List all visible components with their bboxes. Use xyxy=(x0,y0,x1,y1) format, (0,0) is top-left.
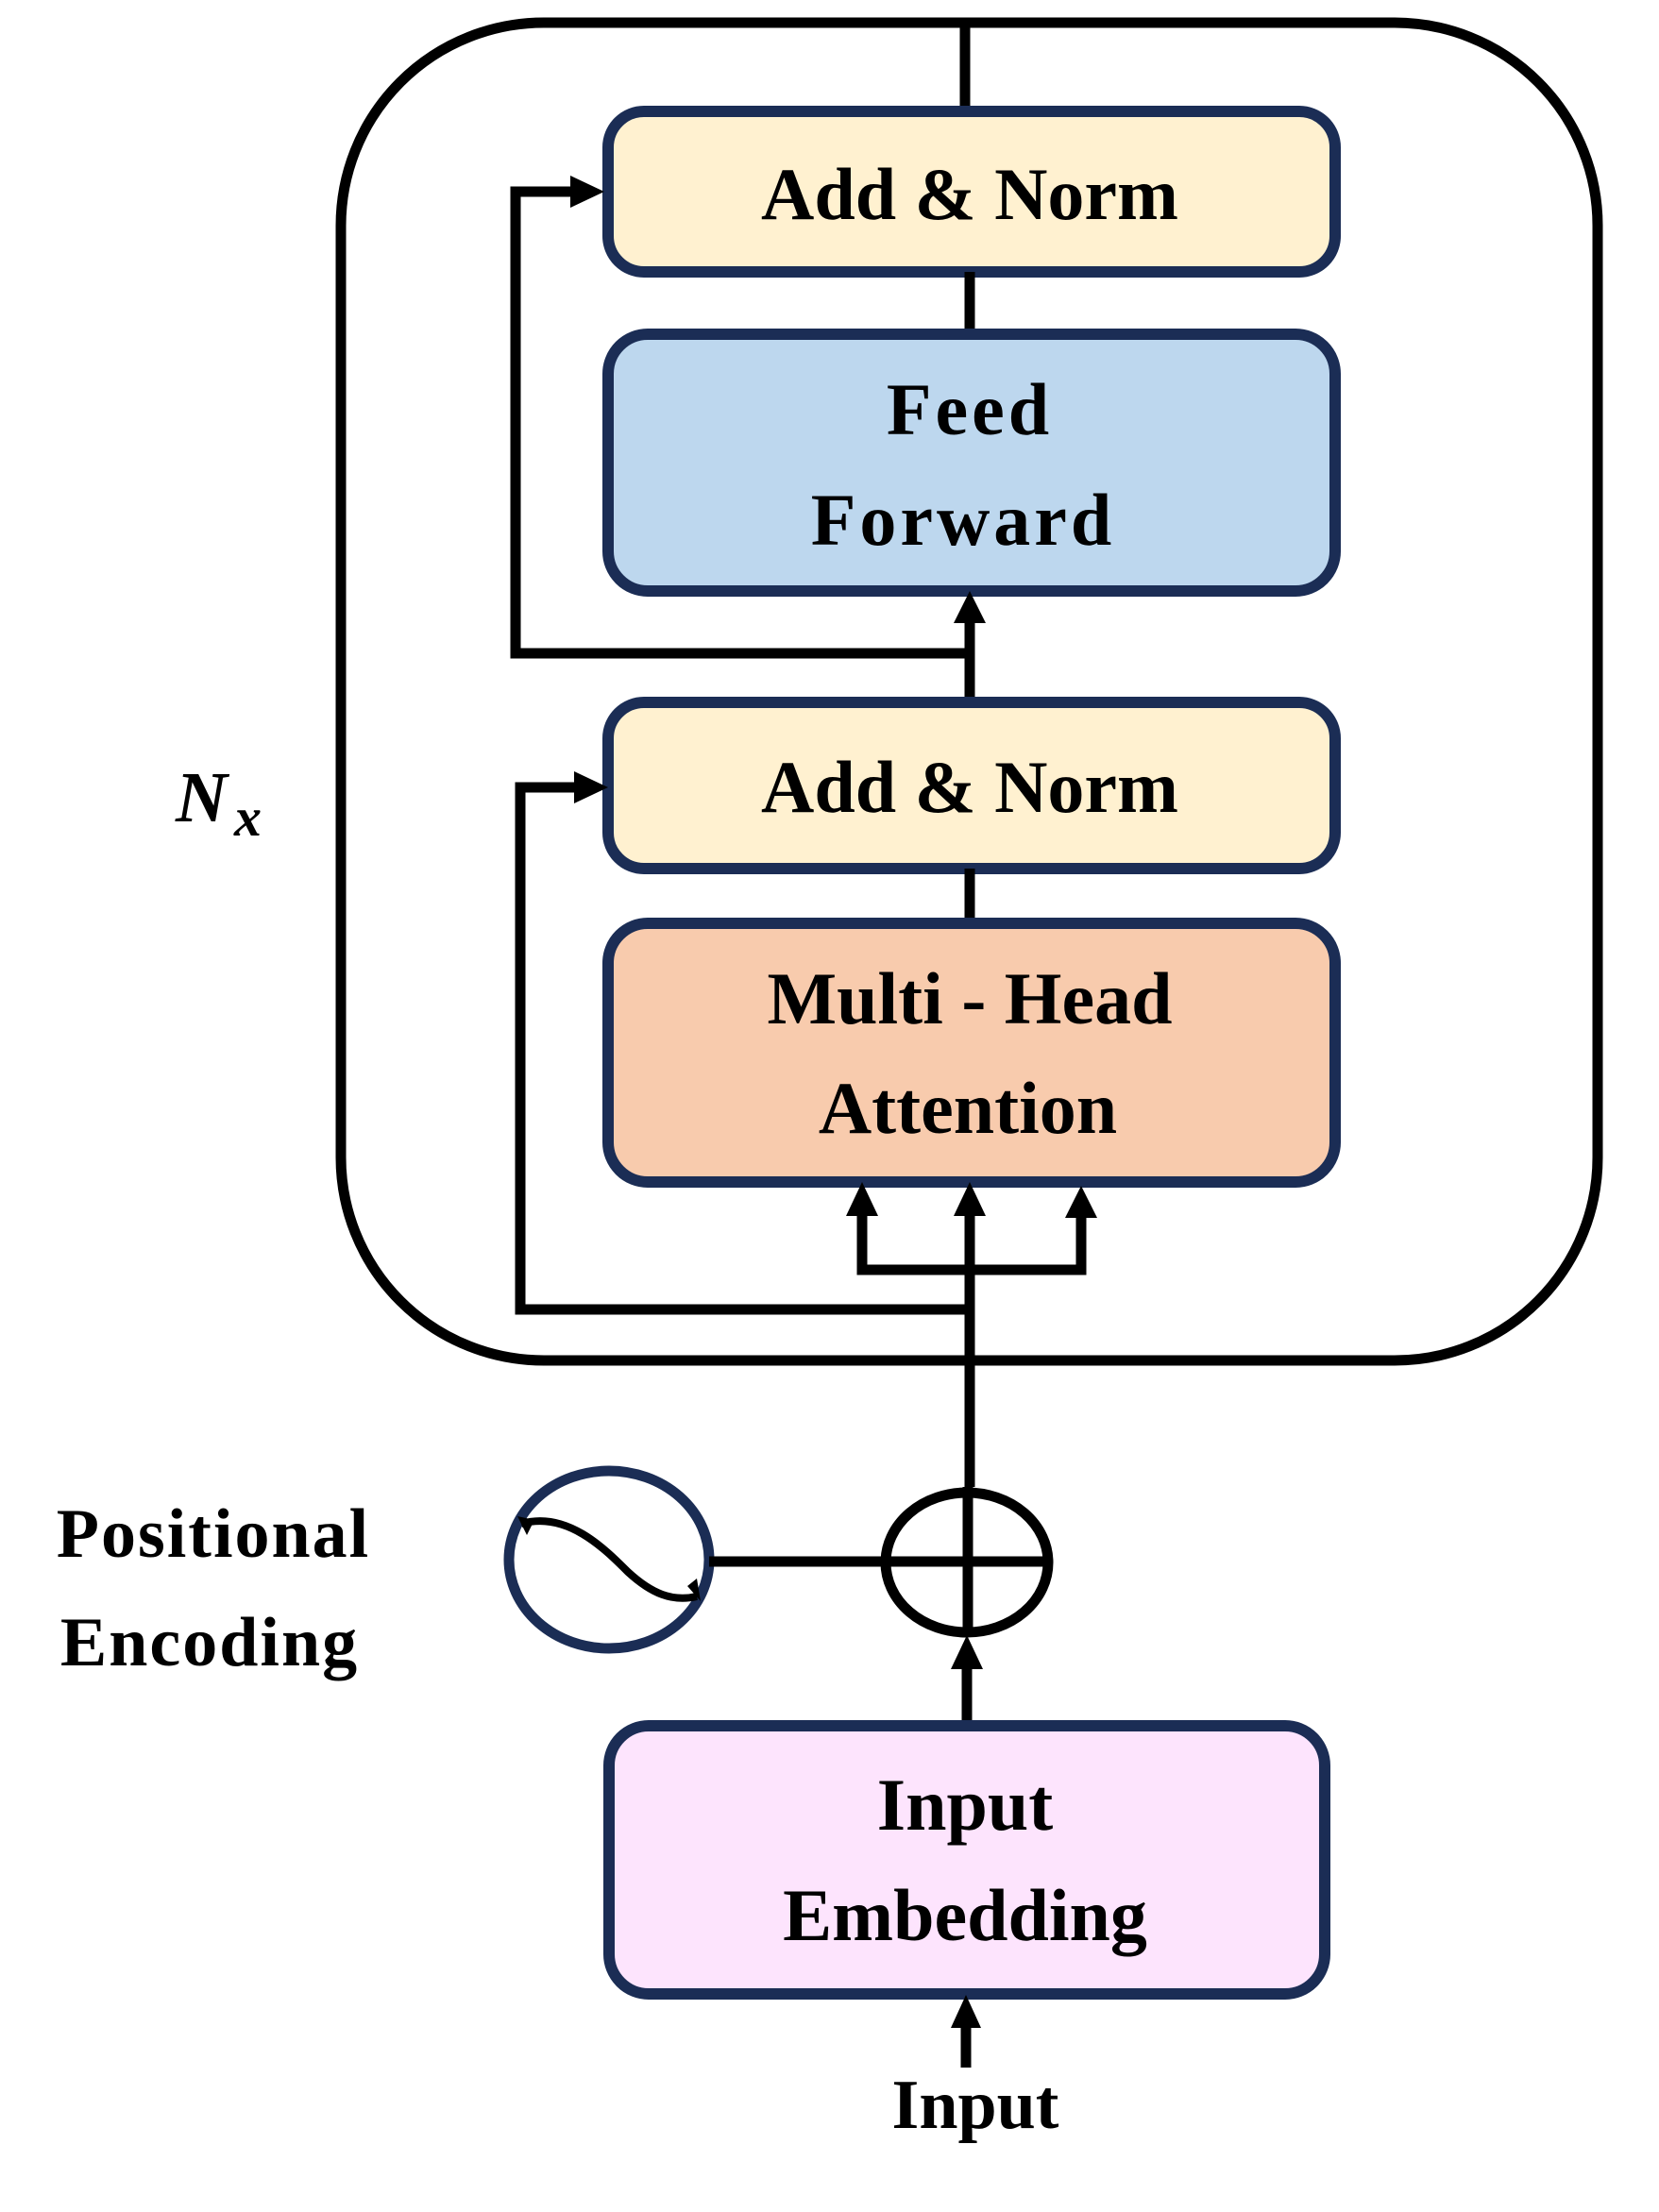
add-norm-top-block[interactable]: Add & Norm xyxy=(602,106,1341,278)
positional-encoding-circle xyxy=(503,1465,715,1654)
query-arrowhead xyxy=(846,1182,878,1216)
sum-node xyxy=(880,1487,1054,1638)
mha-residual-arrowhead xyxy=(574,771,608,803)
ff-input-arrowhead xyxy=(954,591,986,623)
multi-head-attention-block[interactable]: Multi - Head Attention xyxy=(602,918,1341,1188)
sum-input-arrowhead xyxy=(951,1635,983,1669)
repeat-count-x: x xyxy=(233,786,262,848)
add-norm-top-label: Add & Norm xyxy=(761,153,1178,235)
repeat-count-n: N xyxy=(175,758,230,837)
input-embedding-box xyxy=(603,1720,1330,2000)
feed-forward-block[interactable]: Feed Forward xyxy=(602,329,1341,597)
input-embedding-label-line1: Input xyxy=(877,1764,1053,1846)
input-arrowhead xyxy=(951,1995,981,2028)
key-arrowhead xyxy=(954,1182,986,1216)
input-label: Input xyxy=(892,2067,1059,2144)
repeat-count-label: N x xyxy=(175,758,262,848)
mha-residual-connection xyxy=(515,782,970,1315)
positional-encoding-label-line2: Encoding xyxy=(60,1604,359,1681)
positional-encoding-label: Positional Encoding xyxy=(57,1495,370,1681)
input-embedding-block[interactable]: Input Embedding xyxy=(603,1720,1330,2000)
input-embedding-label-line2: Embedding xyxy=(783,1874,1147,1956)
positional-encoding-label-line1: Positional xyxy=(57,1495,370,1573)
multi-head-attention-box xyxy=(602,918,1341,1188)
feed-forward-label-line2: Forward xyxy=(811,479,1116,561)
sine-wave-icon xyxy=(519,1517,698,1602)
sine-wave-end-tip xyxy=(687,1579,701,1601)
value-arrowhead xyxy=(1065,1186,1097,1218)
add-norm-bottom-label: Add & Norm xyxy=(761,746,1178,828)
multi-head-attention-label-line2: Attention xyxy=(819,1067,1117,1149)
positional-encoding-node[interactable] xyxy=(503,1465,715,1654)
ff-residual-arrowhead xyxy=(570,176,604,208)
feed-forward-box xyxy=(602,329,1341,597)
multi-head-attention-label-line1: Multi - Head xyxy=(768,957,1173,1039)
ff-residual-connection xyxy=(510,186,970,659)
sine-wave-start-tip xyxy=(517,1516,534,1535)
add-norm-bottom-block[interactable]: Add & Norm xyxy=(602,697,1341,874)
feed-forward-label-line1: Feed xyxy=(887,368,1053,450)
